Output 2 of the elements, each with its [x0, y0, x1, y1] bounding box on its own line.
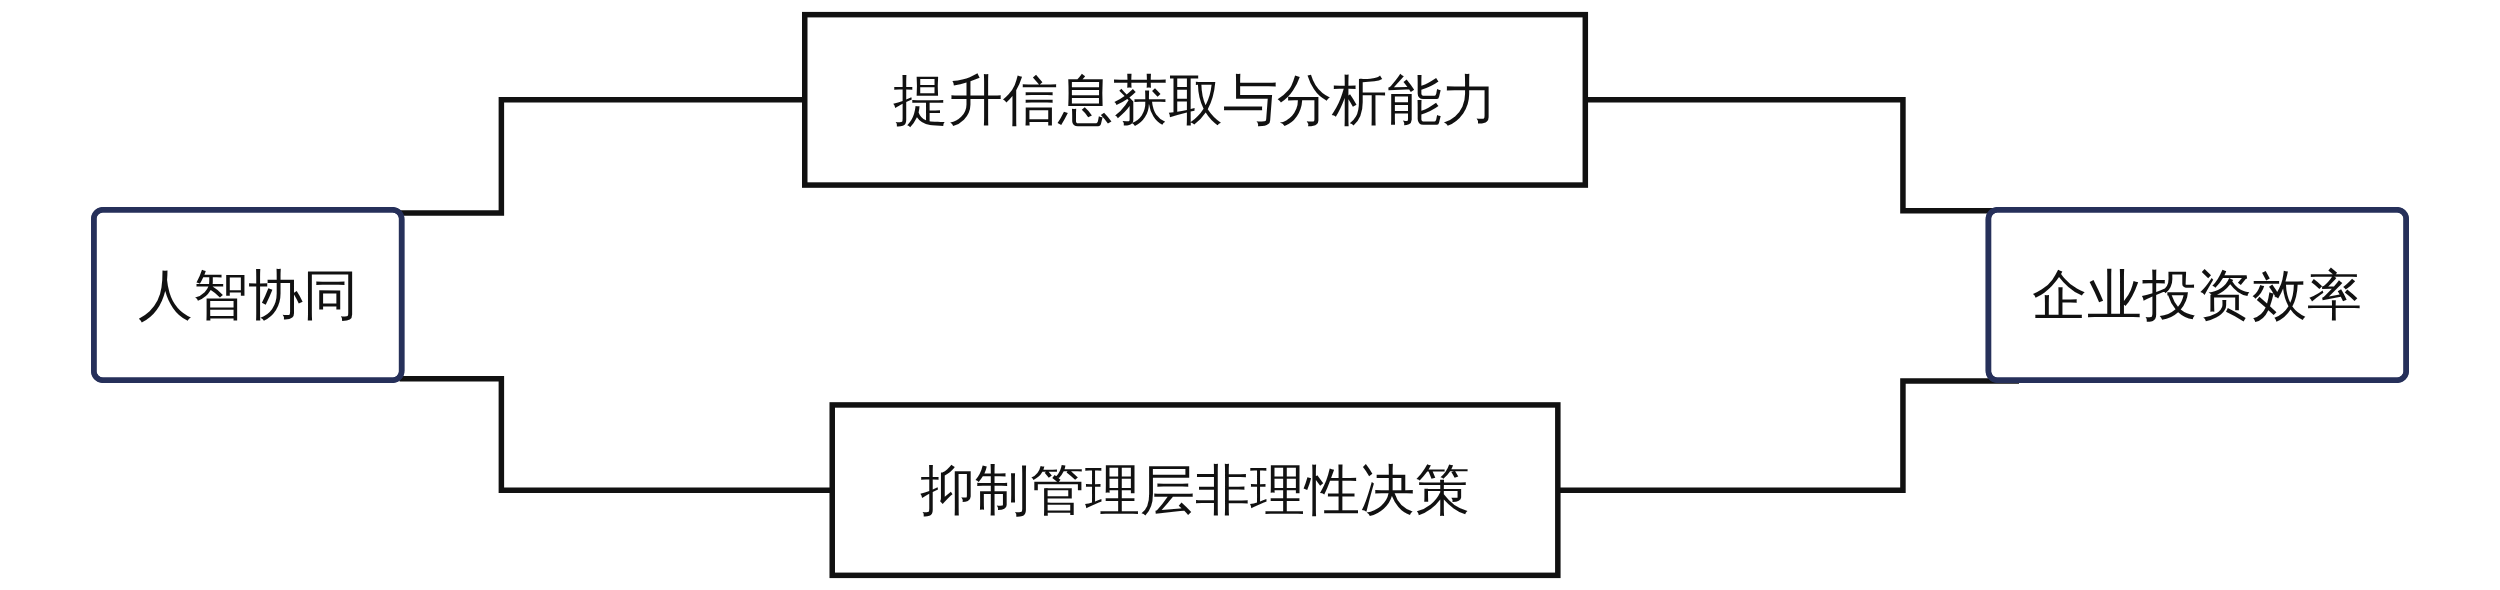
node-box: 提升信息获取与分析能力 [802, 11, 1589, 188]
node-box: 抑制管理层非理性决策 [829, 402, 1561, 579]
